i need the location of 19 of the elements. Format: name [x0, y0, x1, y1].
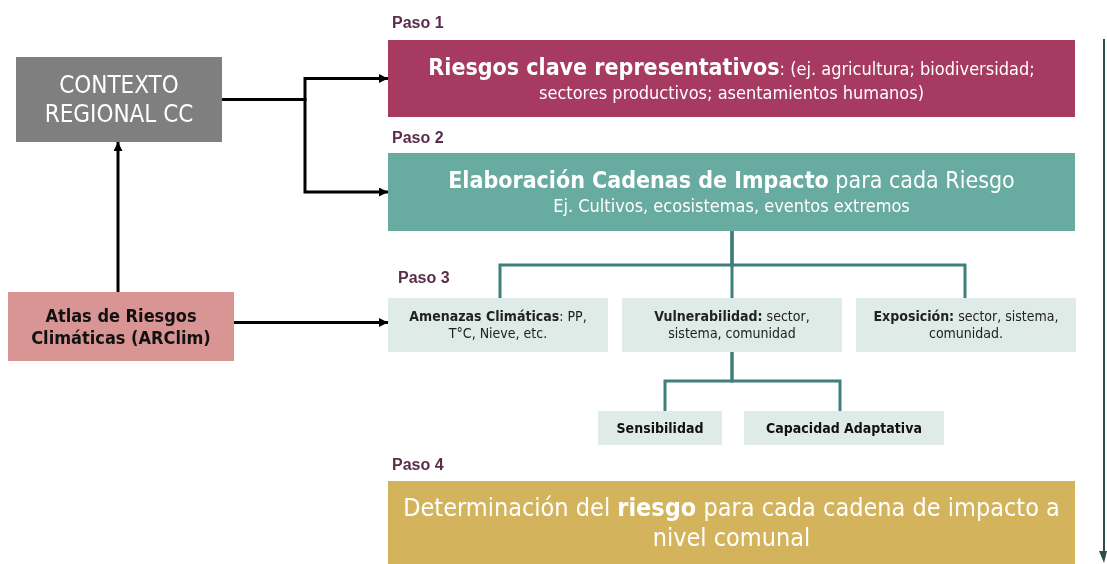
context-box: CONTEXTO REGIONAL CC: [16, 57, 222, 142]
component-box: Exposición: sector, sistema, comunidad.: [856, 298, 1076, 352]
connector-line: [730, 231, 967, 298]
arrow: [222, 98, 388, 197]
step-box: Elaboración Cadenas de Impacto para cada Riesgo Ej. Cultivos, ecosistemas, eventos extremos: [388, 153, 1075, 231]
component-box: Vulnerabilidad: sector, sistema, comunidad: [622, 298, 842, 352]
atlas-box: Atlas de Riesgos Climáticas (ARClim): [8, 292, 234, 361]
component-box: Sensibilidad: [598, 411, 722, 445]
step-label: Paso 4: [392, 456, 444, 474]
arrow: [234, 318, 388, 327]
step-label: Paso 1: [392, 14, 444, 32]
step-box: Riesgos clave representativos: (ej. agricultura; biodiversidad; sectores productivos; asentamientos humanos): [388, 40, 1075, 117]
component-box: Capacidad Adaptativa: [744, 411, 944, 445]
step-label: Paso 3: [398, 269, 450, 287]
step-label: Paso 2: [392, 129, 444, 147]
step-box: Determinación del riesgo para cada cadena de impacto a nivel comunal: [388, 481, 1075, 564]
arrow: [113, 142, 123, 292]
component-box: Amenazas Climáticas: PP, T°C, Nieve, etc.: [388, 298, 608, 352]
connector-line: [730, 352, 842, 411]
